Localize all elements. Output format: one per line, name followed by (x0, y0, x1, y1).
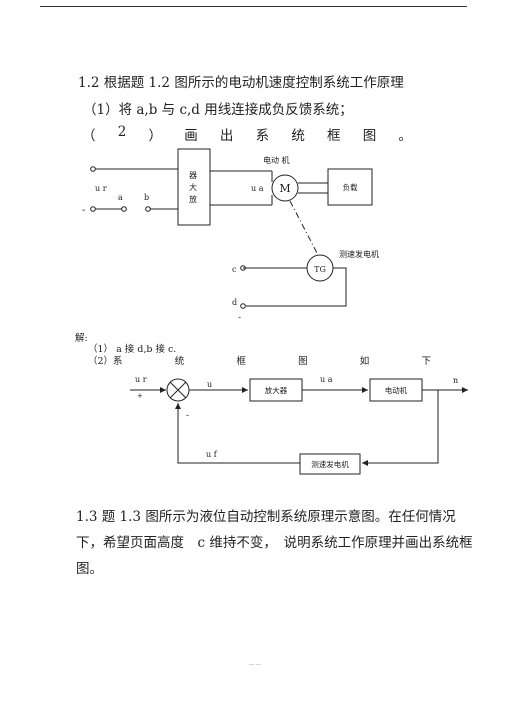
solution-line2-char: 如 (359, 356, 370, 367)
motor-circle (271, 174, 299, 202)
q12-part2-char: 框 (327, 128, 341, 144)
footer-mark: ~~ (248, 660, 262, 669)
fig1-c: c (232, 265, 237, 274)
fig2-n: n (453, 376, 458, 385)
solution-line1: （1） a 接 d,b 接 c. (88, 344, 177, 355)
fig1-minus: - (82, 205, 85, 216)
motor-circuit-figure: u r a b - 器 大 放 u a 电动 机 M 负载 测速发电机 TG c… (82, 148, 379, 323)
fig1-ur: u r (95, 184, 107, 193)
fig1-d-minus: - (238, 313, 241, 323)
solution-label: 解: (75, 333, 88, 344)
fig1-d: d (232, 298, 237, 307)
tachometer-symbol: TG (314, 265, 326, 274)
fig2-plus: + (137, 392, 143, 400)
q13-line2: 下，希望页面高度 c 维持不变， 说明系统工作原理并画出系统框 (76, 535, 473, 551)
solution-line2-char: （2）系 (88, 356, 123, 367)
terminal-d (240, 303, 246, 309)
fig2-ua: u a (320, 375, 333, 384)
motor-symbol: M (279, 182, 290, 195)
terminal-c (240, 265, 246, 271)
load-label: 负载 (343, 182, 358, 192)
fig1-a: a (118, 193, 123, 202)
solution-line2-char: 图 (298, 356, 308, 367)
terminal-b (145, 206, 151, 212)
q12-part2-char: 出 (219, 128, 234, 144)
solution-line2-char: 框 (236, 356, 246, 367)
q12-part2-char: 2 (117, 124, 127, 140)
amp-char-3: 放 (189, 194, 197, 204)
amp-char-1: 器 (189, 171, 197, 180)
q12-part2-char: 图 (362, 128, 377, 144)
fig2-u: u (207, 380, 212, 389)
amplifier-block-label: 放大器 (265, 385, 288, 395)
q12-part2: （ 2 ） 画 出 系 统 框 图 。 (82, 124, 412, 144)
motor-block-label: 电动机 (385, 385, 408, 395)
load-box (327, 168, 373, 206)
block-diagram-figure: u r + u - u a n 放大器 电动机 u f 测速发电机 (130, 375, 468, 475)
fig1-ua: u a (251, 184, 264, 193)
q12-part2-char: 画 (184, 128, 198, 144)
motor-label: 电动 机 (263, 155, 290, 165)
q12-part2-char: 统 (291, 128, 305, 144)
terminal-top (90, 166, 96, 172)
solution-line2-char: 下 (421, 356, 431, 367)
top-rule (40, 6, 467, 7)
tachometer-block-label: 测速发电机 (311, 459, 349, 469)
tachometer-block (299, 453, 361, 475)
fig2-minus: - (186, 411, 189, 421)
q12-part2-char: 系 (255, 128, 270, 144)
amp-char-2: 大 (189, 182, 197, 192)
q12-part2-char: ） (148, 128, 163, 144)
fig2-ur: u r (135, 375, 147, 384)
q13-line1: 1.3 题 1.3 图所示为液位自动控制系统原理示意图。在任何情况 (76, 509, 456, 525)
q12-part2-char: 。 (398, 128, 412, 144)
q12-part2-char: （ (82, 128, 96, 144)
tachometer-label: 测速发电机 (339, 249, 379, 259)
q13-line3: 图。 (76, 561, 103, 577)
q12-title: 1.2 根据题 1.2 图所示的电动机速度控制系统工作原理 (78, 75, 404, 91)
solution-line2-char: 统 (174, 356, 185, 367)
solution-line2: （2）系 统 框 图 如 下 (88, 353, 431, 367)
amplifier-box (177, 148, 211, 226)
fig1-b: b (144, 193, 149, 202)
terminal-a (90, 206, 96, 212)
q12-part1: （1）将 a,b 与 c,d 用线连接成负反馈系统； (83, 102, 353, 118)
fig2-uf: u f (206, 450, 218, 459)
